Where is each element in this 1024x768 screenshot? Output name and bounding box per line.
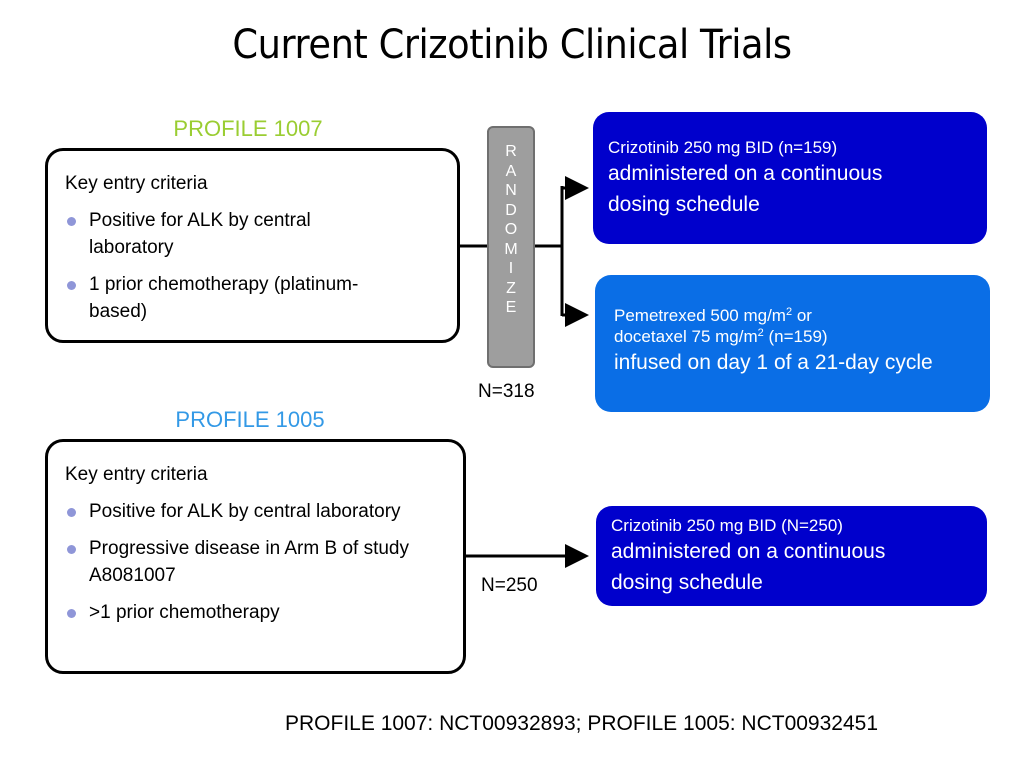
criteria-item: Positive for ALK by central laboratory	[65, 498, 415, 525]
bullet-icon	[67, 217, 76, 226]
n-250-label: N=250	[481, 575, 538, 596]
trial-ids-footer: PROFILE 1007: NCT00932893; PROFILE 1005:…	[285, 712, 879, 735]
criteria-list: Positive for ALK by central laboratory P…	[65, 498, 415, 636]
arm-crizotinib-1005: Crizotinib 250 mg BID (N=250) administer…	[596, 506, 987, 606]
criteria-item: >1 prior chemotherapy	[65, 599, 415, 626]
bullet-icon	[67, 508, 76, 517]
slide-title: Current Crizotinib Clinical Trials	[232, 22, 792, 68]
criteria-item: Progressive disease in Arm B of study A8…	[65, 535, 415, 589]
criteria-list: Positive for ALK by central laboratory 1…	[65, 207, 385, 335]
criteria-item: 1 prior chemotherapy (platinum-based)	[65, 271, 385, 325]
bullet-icon	[67, 609, 76, 618]
profile-1005-criteria-box: Key entry criteria Positive for ALK by c…	[45, 439, 466, 674]
arm-crizotinib-1007: Crizotinib 250 mg BID (n=159) administer…	[593, 112, 987, 244]
randomize-bar: R A N D O M I Z E	[487, 126, 535, 368]
criteria-heading: Key entry criteria	[65, 464, 208, 485]
profile-1007-criteria-box: Key entry criteria Positive for ALK by c…	[45, 148, 460, 343]
arm-chemotherapy-1007: Pemetrexed 500 mg/m2 or docetaxel 75 mg/…	[595, 275, 990, 412]
bullet-icon	[67, 281, 76, 290]
profile-1007-label: PROFILE 1007	[173, 116, 323, 141]
criteria-heading: Key entry criteria	[65, 173, 208, 194]
criteria-item: Positive for ALK by central laboratory	[65, 207, 385, 261]
bullet-icon	[67, 545, 76, 554]
n-318-label: N=318	[478, 381, 535, 402]
randomize-letters: R A N D O M I Z E	[504, 143, 518, 316]
profile-1005-label: PROFILE 1005	[175, 407, 325, 432]
